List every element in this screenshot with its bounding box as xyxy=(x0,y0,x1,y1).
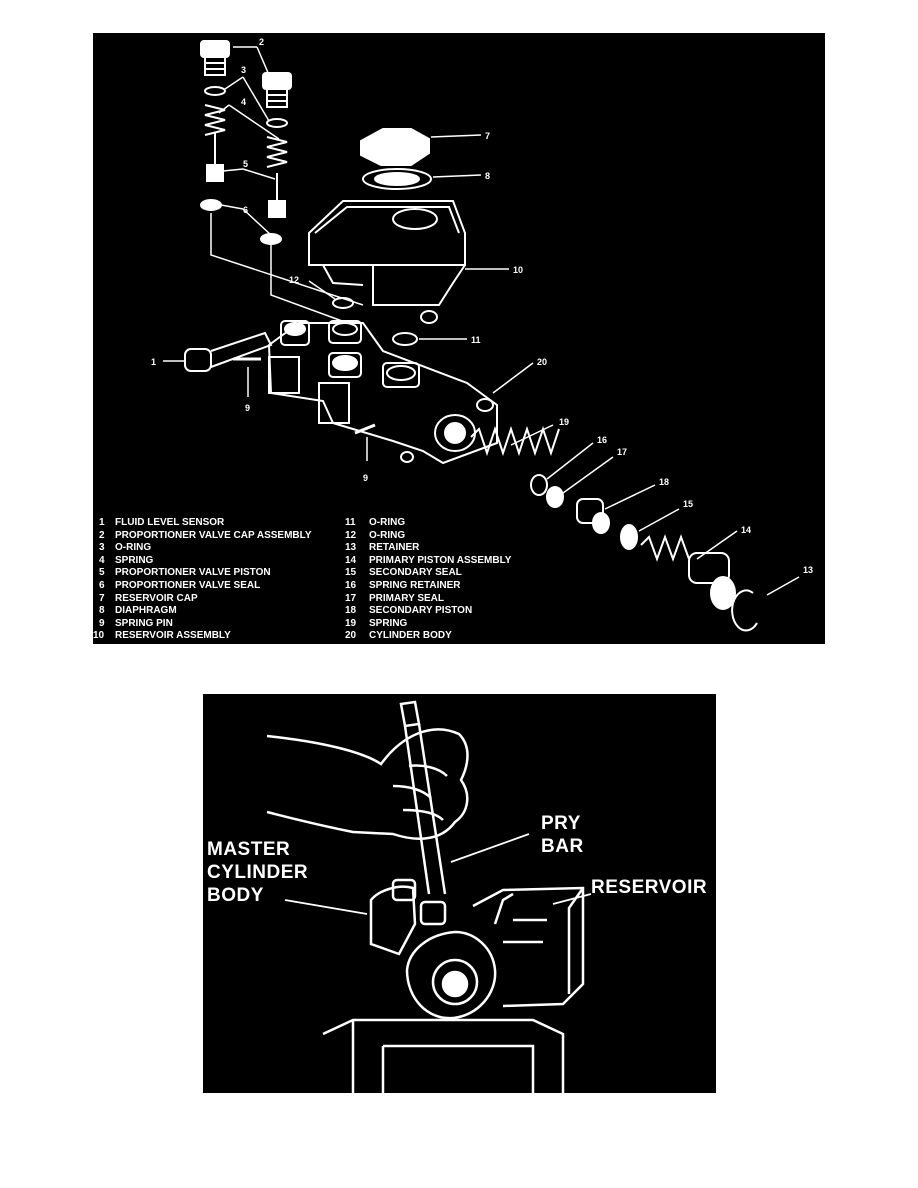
callout-4: 4 xyxy=(241,97,246,107)
piston-5-right xyxy=(268,173,286,218)
callout-3: 3 xyxy=(241,65,246,75)
callout-18: 18 xyxy=(659,477,669,487)
callout-7: 7 xyxy=(485,131,490,141)
spring-retainer-16 xyxy=(530,474,548,496)
spring-4-left xyxy=(204,104,226,136)
callout-15: 15 xyxy=(683,499,693,509)
bench-vise xyxy=(322,1018,565,1093)
pry-bar-illustration: MASTER CYLINDER BODY PRY BAR RESERVOIR xyxy=(203,694,716,1093)
callout-16: 16 xyxy=(597,435,607,445)
secondary-piston-18 xyxy=(576,498,610,534)
seal-6-right xyxy=(260,233,282,245)
pry-bar-drawing xyxy=(266,700,592,1093)
cap-assembly-left xyxy=(200,40,230,76)
callout-5: 5 xyxy=(243,159,248,169)
exploded-view-diagram: 2 3 4 5 6 7 8 10 11 12 1 9 9 20 19 16 17… xyxy=(93,33,825,644)
retainer-13 xyxy=(731,589,758,632)
o-ring-3-right xyxy=(266,118,288,128)
o-ring-12 xyxy=(332,297,354,309)
piston-5-left xyxy=(206,133,224,182)
primary-piston-assembly-14 xyxy=(640,534,736,610)
callout-1: 1 xyxy=(151,357,156,367)
pry-bar xyxy=(399,700,447,895)
callout-12: 12 xyxy=(289,275,299,285)
callout-9-upper: 9 xyxy=(245,403,250,413)
callout-6: 6 xyxy=(243,205,248,215)
diaphragm-8 xyxy=(362,168,432,190)
callout-11: 11 xyxy=(471,335,481,345)
o-ring-3-left xyxy=(204,86,226,96)
label-pry-bar: PRY BAR xyxy=(541,813,584,857)
callout-20: 20 xyxy=(537,357,547,367)
fluid-level-sensor-1 xyxy=(184,331,273,372)
secondary-seal-15 xyxy=(620,524,638,550)
callout-8: 8 xyxy=(485,171,490,181)
primary-seal-17 xyxy=(546,486,564,508)
exploded-view-drawing: 2 3 4 5 6 7 8 10 11 12 1 9 9 20 19 16 17… xyxy=(151,37,813,632)
spring-19 xyxy=(470,425,560,457)
callout-19: 19 xyxy=(559,417,569,427)
callout-10: 10 xyxy=(513,265,523,275)
reservoir-cap-7 xyxy=(360,128,430,166)
spring-4-right xyxy=(266,136,288,168)
callout-13: 13 xyxy=(803,565,813,575)
reservoir xyxy=(472,886,585,1008)
cap-assembly-right xyxy=(262,72,292,108)
o-ring-11 xyxy=(392,332,418,346)
seal-6-left xyxy=(200,199,222,211)
hand-illustration xyxy=(266,728,469,840)
spring-pin-9-lower xyxy=(354,423,376,435)
callout-17: 17 xyxy=(617,447,627,457)
label-reservoir: RESERVOIR xyxy=(591,877,708,898)
callout-9-lower: 9 xyxy=(363,473,368,483)
reservoir-assembly-10 xyxy=(308,200,466,324)
label-master-cylinder-body: MASTER CYLINDER BODY xyxy=(207,839,309,906)
master-cylinder-body xyxy=(369,878,514,1020)
cylinder-body-20 xyxy=(267,320,498,465)
callout-14: 14 xyxy=(741,525,751,535)
callout-2: 2 xyxy=(259,37,264,47)
